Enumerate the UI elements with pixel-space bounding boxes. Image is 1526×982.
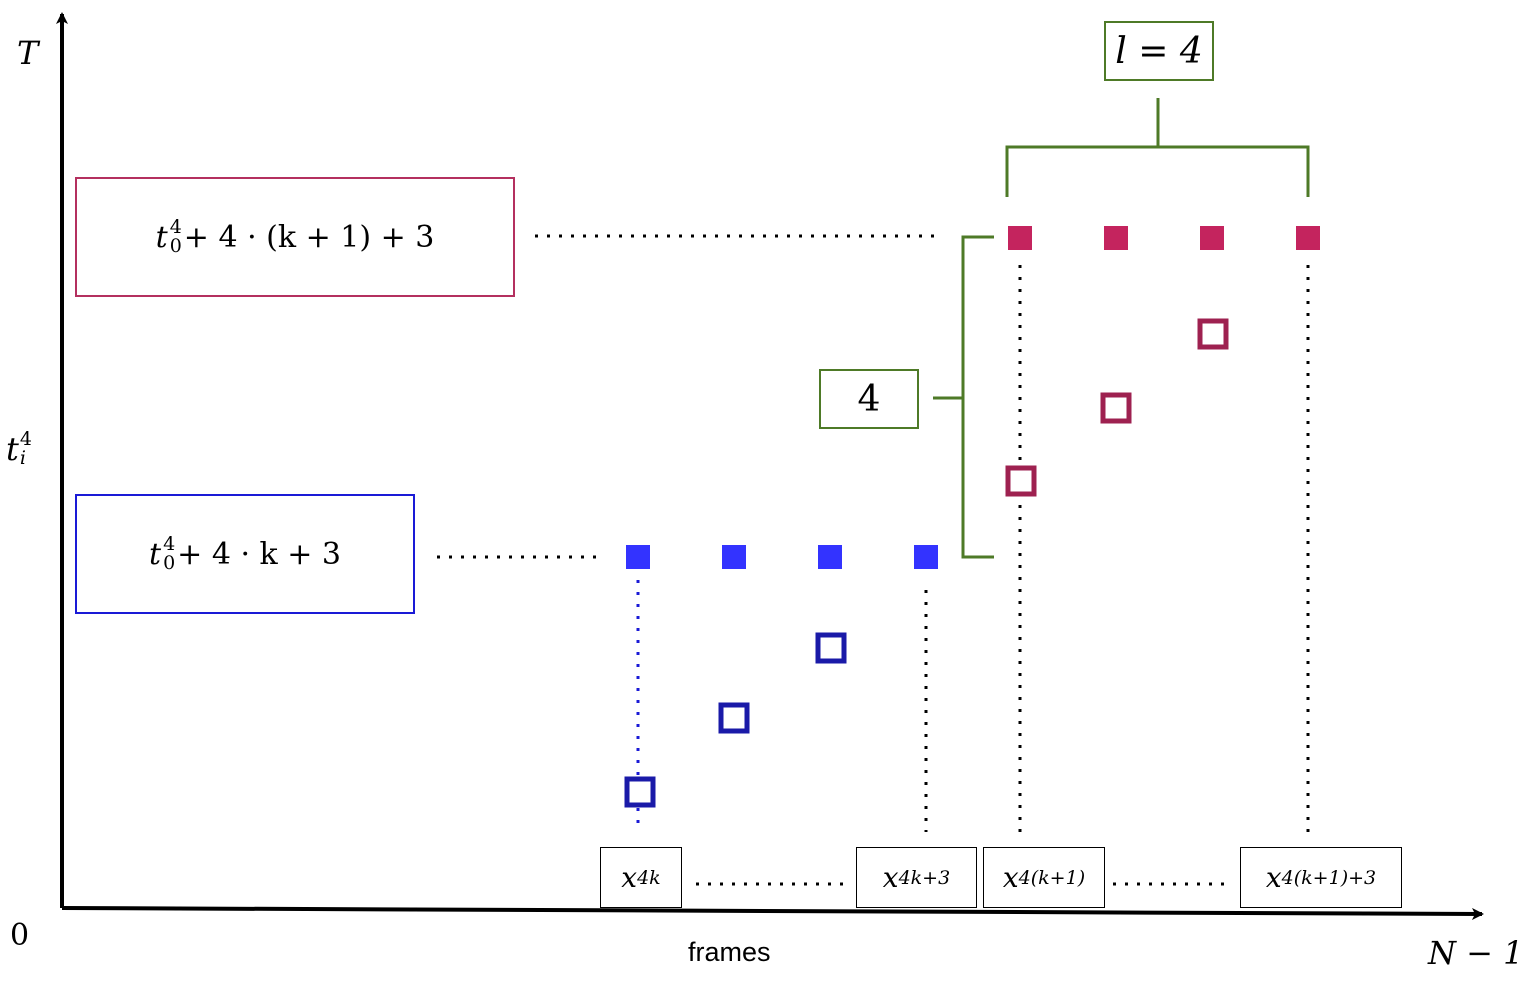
origin-label: 0 xyxy=(10,918,30,953)
upper-formula-box: t 4 0 + 4 · (k + 1) + 3 xyxy=(75,177,515,297)
y-axis-top-label: T xyxy=(17,34,39,72)
blue-filled-square xyxy=(914,545,938,569)
red-outline-square xyxy=(1197,318,1229,350)
l-equals-label: l = 4 xyxy=(1104,21,1214,81)
x-axis xyxy=(61,906,1484,920)
red-filled-row xyxy=(1008,226,1320,250)
red-outline-diagonal xyxy=(1005,318,1229,497)
l-bracket xyxy=(1005,98,1310,197)
red-outline-square xyxy=(1005,465,1037,497)
blue-outline-square xyxy=(718,702,750,734)
red-filled-square xyxy=(1104,226,1128,250)
red-filled-square xyxy=(1296,226,1320,250)
y-axis-mid-label: t 4 i xyxy=(6,428,32,469)
height-label: 4 xyxy=(819,369,919,429)
red-filled-square xyxy=(1008,226,1032,250)
height-bracket xyxy=(933,235,994,559)
red-outline-square xyxy=(1100,392,1132,424)
blue-filled-square xyxy=(722,545,746,569)
x-axis-label: frames xyxy=(688,937,771,967)
blue-filled-square xyxy=(818,545,842,569)
blue-outline-square xyxy=(624,776,656,808)
blue-filled-row xyxy=(626,545,938,569)
blue-outline-diagonal xyxy=(624,632,847,808)
blue-outline-square xyxy=(815,632,847,664)
red-filled-square xyxy=(1200,226,1224,250)
blue-filled-square xyxy=(626,545,650,569)
x-axis-end-label: N − 1 xyxy=(1428,934,1524,972)
lower-formula-box: t 4 0 + 4 · k + 3 xyxy=(75,494,415,614)
